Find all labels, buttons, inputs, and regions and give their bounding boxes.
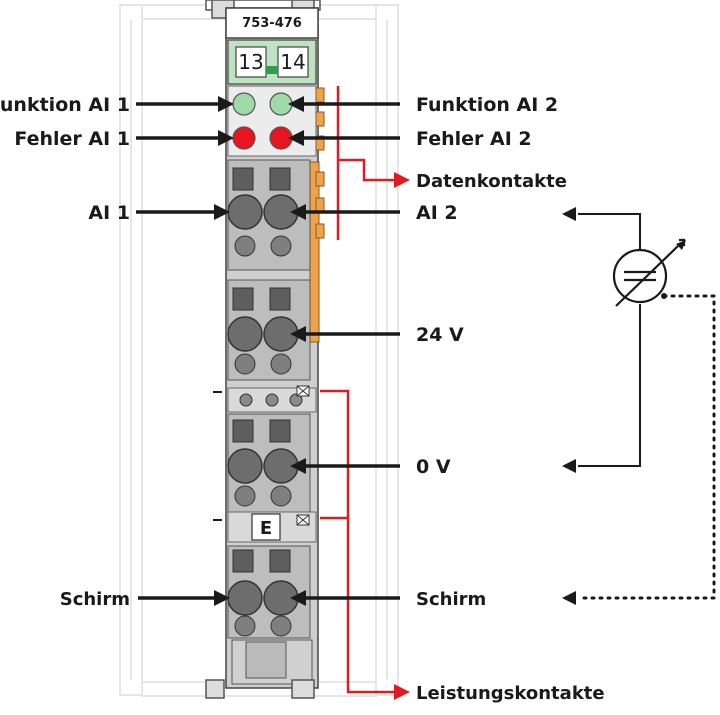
label-function-ai1: Funktion AI 1 [0, 94, 130, 116]
power-contacts-arrowhead [394, 684, 410, 700]
label-ai1: AI 1 [88, 202, 130, 224]
left-arrows [136, 102, 222, 600]
bottom-foot [205, 639, 315, 699]
shield-dot-start [661, 293, 667, 299]
data-contacts-arrowhead [394, 172, 410, 188]
sensor-wiring-arrowheads [562, 207, 576, 473]
led-function-ai1 [232, 92, 256, 116]
sensor-wiring [578, 213, 641, 467]
power-contacts-bus [320, 389, 396, 694]
earth-marker-row [213, 511, 317, 543]
left-arrowheads [214, 96, 234, 606]
label-shield-right: Schirm [416, 589, 486, 610]
label-24v: 24 V [416, 324, 464, 346]
label-error-ai2: Fehler AI 2 [416, 128, 532, 150]
label-ai2: AI 2 [416, 202, 458, 224]
label-0v: 0 V [416, 456, 451, 478]
rail-outline [119, 4, 399, 697]
terminal-block-shield [227, 545, 311, 639]
shield-dotted-line [576, 294, 716, 600]
terminal-block-24v [227, 279, 311, 381]
data-contacts-bus [336, 86, 396, 240]
label-power-contacts: Leistungskontakte [416, 683, 605, 704]
earth-marker-label: E [260, 518, 272, 539]
channel-label-strip [227, 39, 317, 85]
channel-13-label: 13 [238, 50, 263, 74]
label-function-ai2: Funktion AI 2 [416, 94, 558, 116]
label-error-ai1: Fehler AI 1 [14, 128, 130, 150]
label-data-contacts: Datenkontakte [416, 171, 567, 192]
sensor-icon-arrowhead [676, 240, 686, 250]
model-number: 753-476 [242, 16, 302, 31]
channel-14-label: 14 [280, 50, 305, 74]
power-contact-row-1 [213, 385, 317, 413]
label-shield-left: Schirm [60, 589, 130, 610]
right-arrows [300, 102, 400, 600]
led-panel [227, 85, 317, 157]
led-error-ai1 [232, 126, 256, 150]
sensor-icon [612, 238, 686, 307]
right-arrowheads [288, 96, 306, 606]
shield-arrowhead [562, 591, 576, 605]
